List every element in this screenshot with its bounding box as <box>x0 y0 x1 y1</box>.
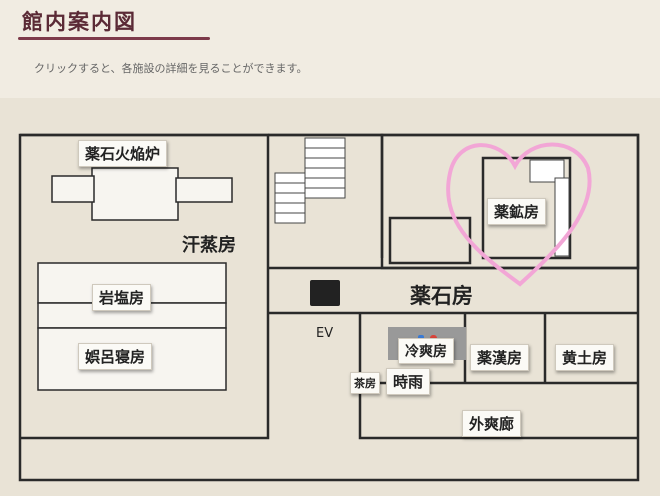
instruction-text: クリックすると、各施設の詳細を見ることができます。 <box>34 62 308 75</box>
room-odobo[interactable]: 黄土房 <box>555 344 615 371</box>
page-title: 館内案内図 <box>22 9 137 34</box>
room-saboujiu-prefix[interactable]: 茶房 <box>350 372 380 394</box>
room-kansenbo[interactable]: 汗蒸房 <box>182 235 236 256</box>
elevator-icon <box>310 280 340 306</box>
room-saboujiu[interactable]: 時雨 <box>386 368 431 395</box>
elevator-label: EV <box>316 326 334 341</box>
room-ganenbo[interactable]: 岩塩房 <box>92 284 152 311</box>
room-yakuseki-bo[interactable]: 薬石房 <box>410 283 473 308</box>
title-underline <box>18 37 210 40</box>
room-yakukobo[interactable]: 薬鉱房 <box>487 198 547 225</box>
room-reisobo[interactable]: 冷爽房 <box>398 338 454 364</box>
room-gaisorou[interactable]: 外爽廊 <box>462 410 522 437</box>
room-gorakushinbo[interactable]: 娯呂寝房 <box>78 343 153 370</box>
room-yakukanbo[interactable]: 薬漢房 <box>470 344 530 371</box>
floor-map: EV 薬石火焔炉 汗蒸房 岩塩房 娯呂寝房 薬石房 薬鉱房 冷爽房 薬漢房 黄土… <box>0 98 660 496</box>
room-yakuseki-kaenro[interactable]: 薬石火焔炉 <box>78 140 168 167</box>
